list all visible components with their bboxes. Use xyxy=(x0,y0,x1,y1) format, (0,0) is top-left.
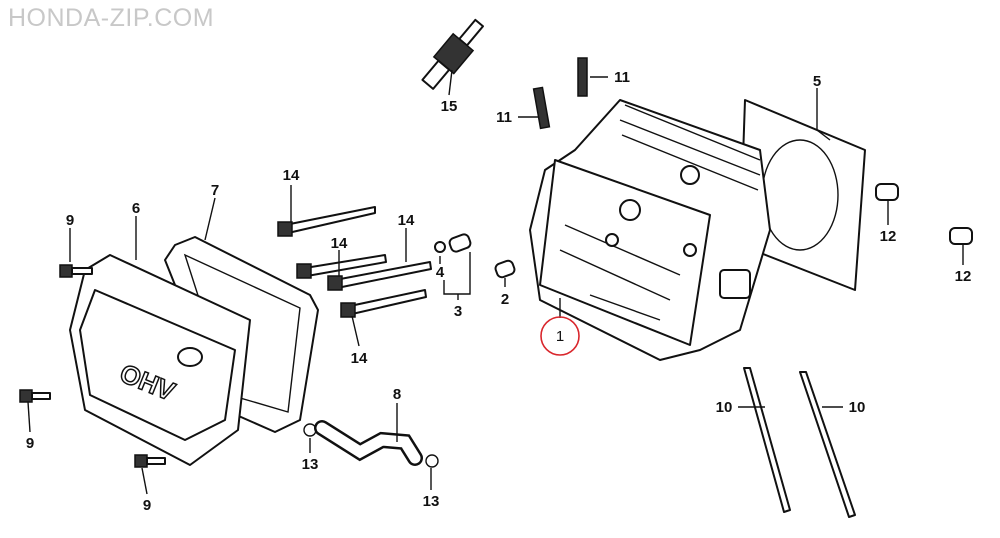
callout-10[interactable]: 10 xyxy=(716,399,733,416)
callout-12[interactable]: 12 xyxy=(880,228,897,245)
stud[interactable] xyxy=(577,57,588,97)
callout-9[interactable]: 9 xyxy=(26,435,34,452)
callout-15[interactable]: 15 xyxy=(441,98,458,115)
callout-9[interactable]: 9 xyxy=(66,212,74,229)
cap-nut[interactable] xyxy=(875,183,899,201)
o-ring[interactable] xyxy=(434,241,446,253)
valve-cover[interactable]: OHV xyxy=(69,254,251,466)
callout-1[interactable]: 1 xyxy=(556,328,564,345)
dowel-pin[interactable] xyxy=(448,233,472,253)
cap-nut[interactable] xyxy=(949,227,973,245)
callout-14[interactable]: 14 xyxy=(351,350,368,367)
stud-bolt[interactable] xyxy=(743,367,791,513)
callout-5[interactable]: 5 xyxy=(813,73,821,90)
callout-11[interactable]: 11 xyxy=(614,69,630,86)
cylinder-head[interactable] xyxy=(529,99,771,361)
callout-3[interactable]: 3 xyxy=(454,303,462,320)
callout-13[interactable]: 13 xyxy=(423,493,440,510)
highlight-circle xyxy=(540,316,580,356)
hose-clip[interactable] xyxy=(425,454,439,468)
dowel-pin[interactable] xyxy=(494,259,516,279)
callout-4[interactable]: 4 xyxy=(436,264,445,281)
callout-9[interactable]: 9 xyxy=(143,497,151,514)
stud-bolt[interactable] xyxy=(799,371,856,518)
callout-labels: 15 11 11 5 14 7 6 9 14 14 4 2 3 12 12 1 … xyxy=(26,69,972,514)
spark-plug[interactable] xyxy=(418,15,489,93)
callout-11[interactable]: 11 xyxy=(496,109,512,126)
callout-10[interactable]: 10 xyxy=(849,399,866,416)
flange-bolts[interactable] xyxy=(19,264,166,468)
stud[interactable] xyxy=(532,86,551,130)
callout-8[interactable]: 8 xyxy=(393,386,401,403)
bolts[interactable] xyxy=(277,206,432,318)
callout-13[interactable]: 13 xyxy=(302,456,319,473)
callout-14[interactable]: 14 xyxy=(283,167,300,184)
callout-14[interactable]: 14 xyxy=(398,212,415,229)
callout-2[interactable]: 2 xyxy=(501,291,509,308)
callout-14[interactable]: 14 xyxy=(331,235,348,252)
hose-clip[interactable] xyxy=(303,423,317,437)
watermark: HONDA-ZIP.COM xyxy=(8,4,215,32)
callout-6[interactable]: 6 xyxy=(132,200,140,217)
callout-12[interactable]: 12 xyxy=(955,268,972,285)
callout-7[interactable]: 7 xyxy=(211,182,219,199)
